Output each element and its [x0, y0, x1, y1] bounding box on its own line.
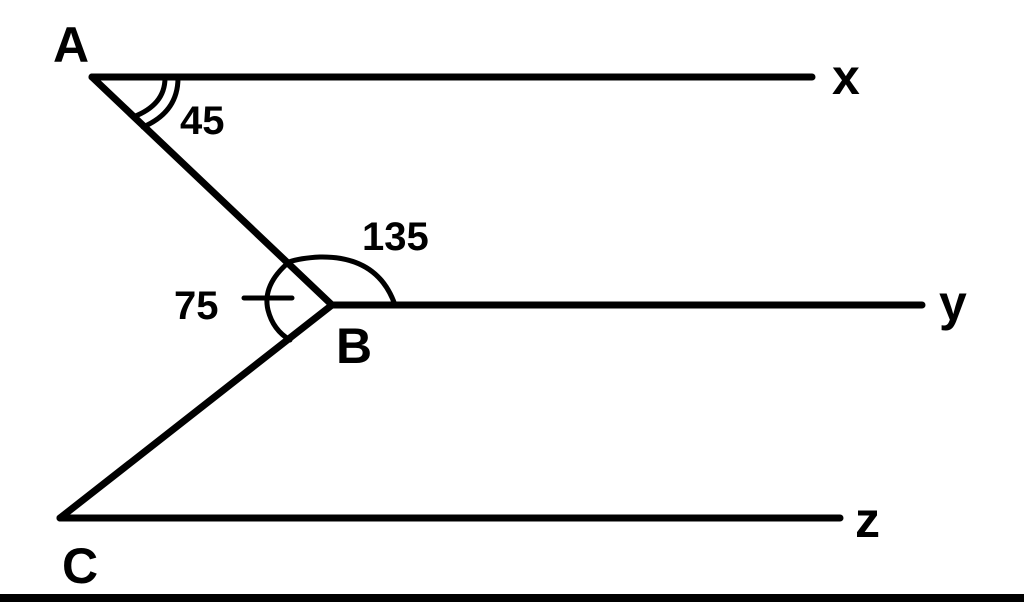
segment-bc — [56, 301, 336, 522]
point-c-label: C — [62, 538, 98, 594]
point-a-label: A — [53, 17, 89, 73]
angle-a-arc-outer — [140, 75, 181, 130]
bottom-border — [0, 594, 1024, 602]
angle-b-upper-arc — [286, 254, 398, 308]
line-y-label: y — [939, 275, 967, 331]
line-x-label: x — [832, 49, 860, 105]
angle-a-arc-inner — [130, 75, 168, 120]
point-b-label: B — [336, 318, 372, 374]
angle-b-upper-value: 135 — [362, 215, 429, 259]
angle-a-value: 45 — [180, 99, 225, 143]
angle-b-left-value: 75 — [174, 284, 219, 328]
angle-b-left-arc — [264, 259, 293, 343]
line-z-label: z — [855, 492, 880, 548]
